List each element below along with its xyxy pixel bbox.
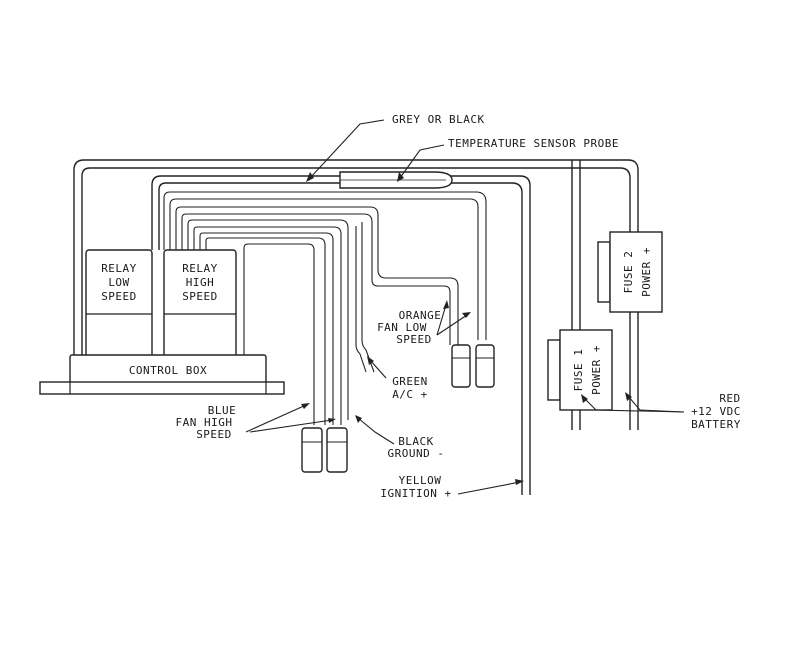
orange-connectors: [451, 344, 495, 388]
label-grey-or-black: GREY OR BLACK: [392, 113, 485, 126]
label-yellow-1: YELLOW: [399, 474, 442, 487]
relay-low-speed: RELAY LOW SPEED: [85, 249, 153, 361]
wire-yellow-loop-2: [158, 182, 523, 495]
fuse1-line-1: FUSE 1: [572, 349, 585, 392]
label-green-2: A/C +: [392, 388, 428, 401]
wire-outer-loop-2: [81, 167, 631, 430]
label-black-1: BLACK: [398, 435, 434, 448]
fuse-1: FUSE 1 POWER +: [547, 329, 613, 411]
label-blue-3: SPEED: [196, 428, 232, 441]
relay-high-line-2: HIGH: [186, 276, 215, 289]
wire-outer-loop-1: [73, 159, 639, 430]
label-red-2: +12 VDC: [691, 405, 741, 418]
label-black-2: GROUND -: [388, 447, 445, 460]
control-box-label: CONTROL BOX: [129, 364, 207, 377]
relay-low-line-3: SPEED: [101, 290, 137, 303]
fuse2-line-1: FUSE 2: [622, 251, 635, 294]
wire-blue-1: [199, 232, 334, 425]
wire-orange-loop-3: [175, 206, 459, 345]
label-orange-3: SPEED: [396, 333, 432, 346]
label-temperature-sensor-probe: TEMPERATURE SENSOR PROBE: [448, 137, 619, 150]
callout-labels: GREY OR BLACK TEMPERATURE SENSOR PROBE O…: [176, 113, 741, 500]
temperature-sensor-probe: [339, 171, 453, 189]
wire-blue-2: [205, 237, 326, 425]
label-red-3: BATTERY: [691, 418, 741, 431]
relay-high-speed: RELAY HIGH SPEED: [163, 249, 237, 361]
blue-connectors: [301, 427, 348, 473]
wire-orange-loop-1: [163, 191, 487, 340]
label-orange-1: ORANGE: [399, 309, 442, 322]
wire-black-1: [187, 219, 349, 420]
label-green-1: GREEN: [392, 375, 428, 388]
relay-low-line-1: RELAY: [101, 262, 137, 275]
relay-high-line-3: SPEED: [182, 290, 218, 303]
wire-green-2: [361, 222, 375, 373]
label-yellow-2: IGNITION +: [380, 487, 451, 500]
wire-blue-3: [243, 243, 315, 425]
wire-green: [355, 226, 367, 373]
relay-high-line-1: RELAY: [182, 262, 218, 275]
fuse1-line-2: POWER +: [590, 345, 603, 395]
harness-wires: [73, 159, 639, 495]
label-blue-1: BLUE: [208, 404, 237, 417]
label-blue-2: FAN HIGH: [176, 416, 233, 429]
wire-black-2: [193, 226, 342, 425]
control-box: CONTROL BOX: [39, 354, 285, 395]
label-orange-2: FAN LOW: [377, 321, 427, 334]
relay-low-line-2: LOW: [108, 276, 129, 289]
label-red-1: RED: [719, 392, 740, 405]
wire-orange-loop-2: [169, 198, 479, 340]
leader-lines: [245, 119, 685, 495]
fuse2-line-2: POWER +: [640, 247, 653, 297]
wire-orange-loop-4: [181, 213, 451, 345]
fuse-2: FUSE 2 POWER +: [597, 231, 663, 313]
